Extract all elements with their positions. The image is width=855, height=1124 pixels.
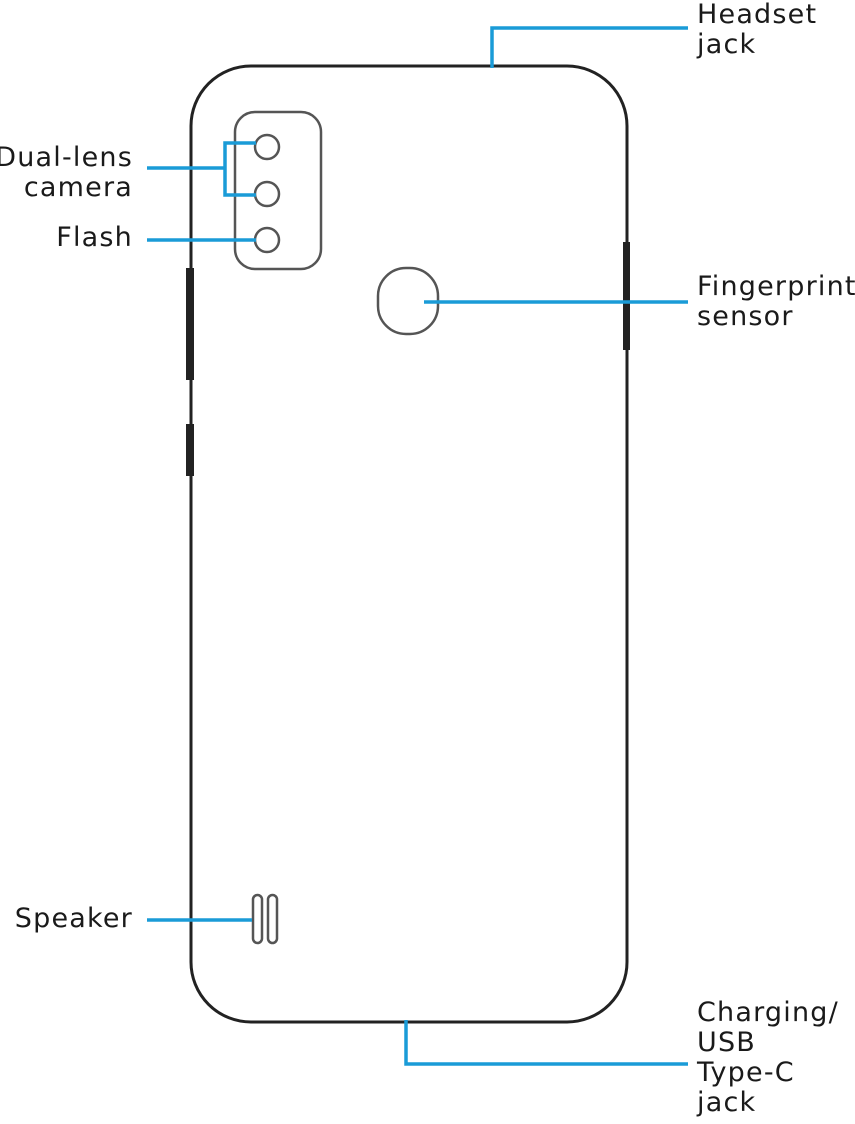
speaker-grille-left xyxy=(251,893,264,945)
charging-usb-label-line4: jack xyxy=(697,1087,757,1118)
dual-lens-camera-label: Dual-lens camera xyxy=(0,143,133,203)
fingerprint-sensor-label: Fingerprint sensor xyxy=(697,272,855,332)
charging-usb-label-line2: USB xyxy=(697,1027,757,1058)
dual-lens-camera-label-line2: camera xyxy=(23,172,133,203)
charging-usb-leader xyxy=(404,1020,688,1066)
flash-label-line1: Flash xyxy=(56,222,133,253)
camera-lens-1 xyxy=(253,133,281,161)
dual-lens-bracket xyxy=(223,141,256,197)
charging-usb-label-line3: Type-C xyxy=(697,1057,795,1088)
speaker-grille-right xyxy=(266,893,279,945)
headset-jack-label-line2: jack xyxy=(697,29,757,60)
fingerprint-sensor-label-line2: sensor xyxy=(697,301,794,332)
dual-lens-camera-label-line1: Dual-lens xyxy=(0,142,133,173)
speaker-label-line1: Speaker xyxy=(14,903,133,934)
headset-jack-label-line1: Headset xyxy=(697,0,818,30)
fingerprint-sensor-label-line1: Fingerprint xyxy=(697,271,855,302)
headset-jack-leader xyxy=(490,26,688,68)
camera-module-outline xyxy=(233,110,323,271)
phone-body-outline xyxy=(189,64,629,1024)
camera-lens-2 xyxy=(253,180,281,208)
speaker-label: Speaker xyxy=(15,904,133,934)
volume-down-button xyxy=(186,424,194,476)
flash-label: Flash xyxy=(56,223,133,253)
volume-up-button xyxy=(186,268,194,380)
charging-usb-label: Charging/ USB Type-C jack xyxy=(697,998,839,1118)
headset-jack-label: Headset jack xyxy=(697,0,817,60)
flash-lamp xyxy=(253,226,281,254)
power-button xyxy=(623,242,630,350)
charging-usb-label-line1: Charging/ xyxy=(697,997,839,1028)
